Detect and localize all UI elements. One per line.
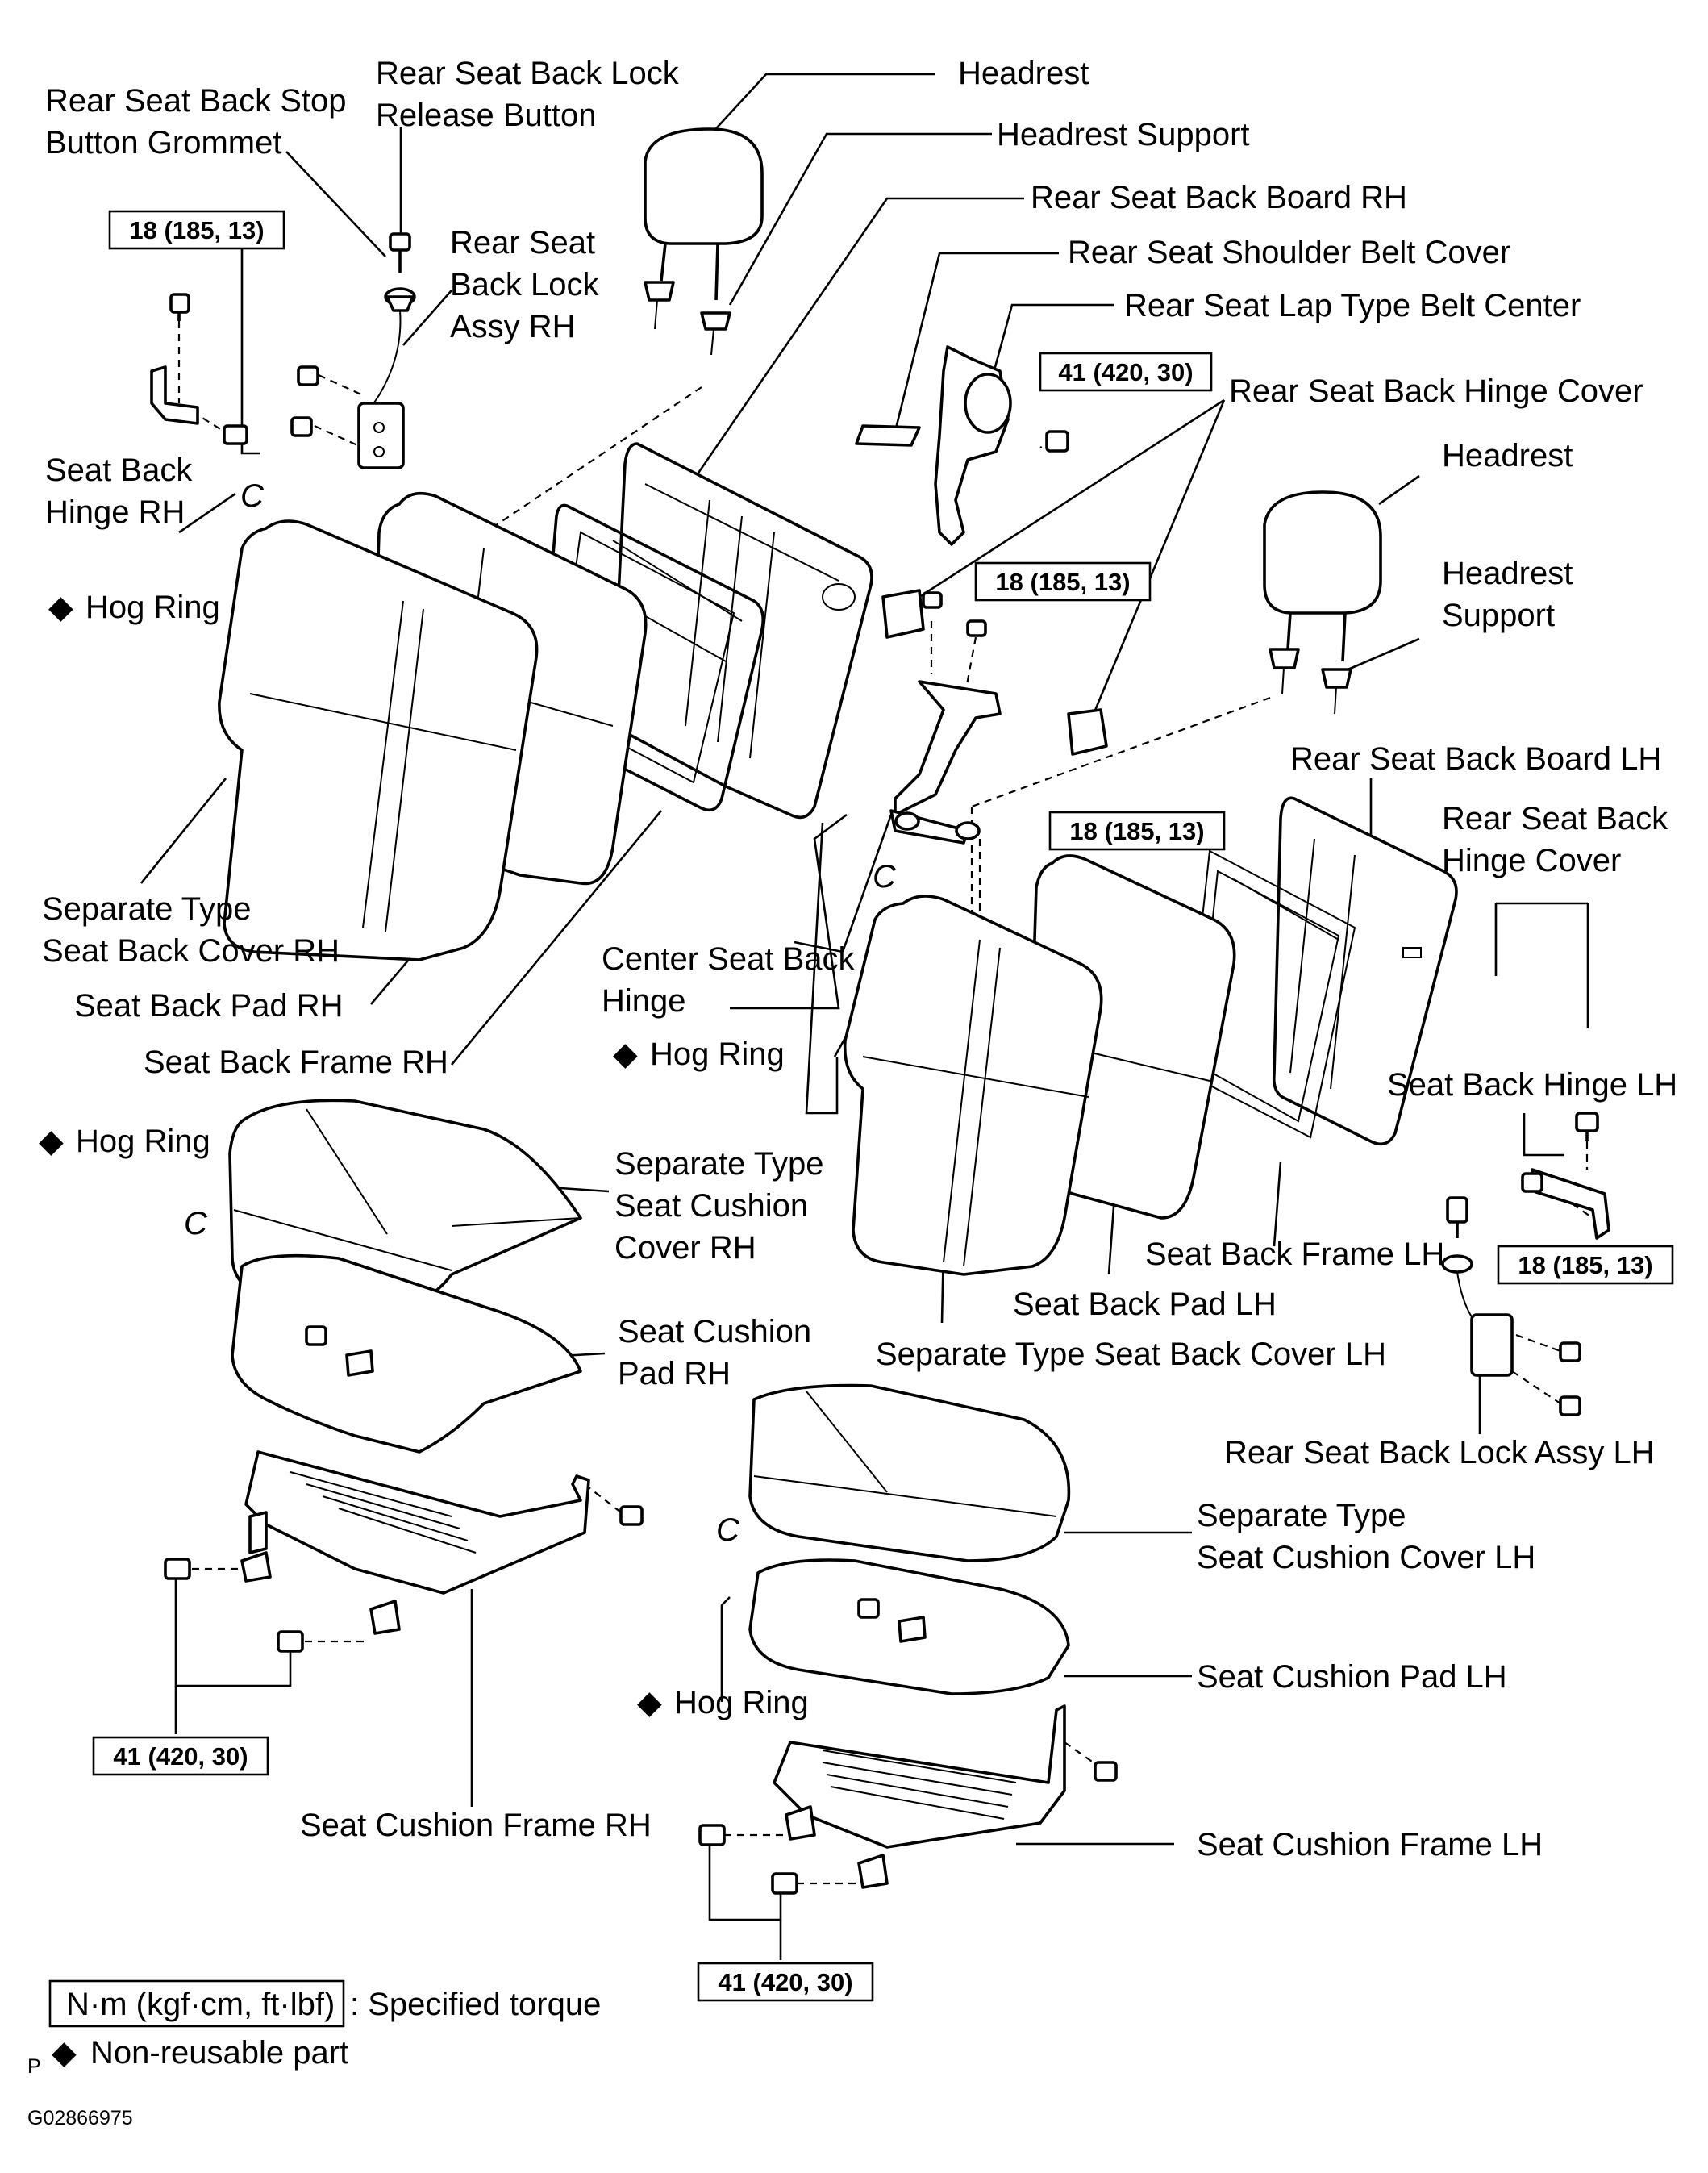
torque-value-6: 41 (420, 30) xyxy=(113,1742,248,1771)
seat-parts: C C C C xyxy=(150,127,1610,1895)
seat-back-cover-lh-part xyxy=(843,895,1103,1276)
label-seat-cushion-pad-rh: Seat Cushion Pad RH xyxy=(618,1314,820,1391)
label-shoulder-belt-cover: Rear Seat Shoulder Belt Cover xyxy=(1068,235,1510,270)
torque-box-2: 41 (420, 30) xyxy=(1039,352,1213,392)
hog-ring-glyph-3: C xyxy=(184,1206,208,1241)
diamond-icon: ◆ xyxy=(637,1685,662,1720)
legend-non-reusable: Non-reusable part xyxy=(90,2035,348,2071)
seat-back-cover-rh-part xyxy=(218,519,539,961)
dashed-lines xyxy=(177,321,1593,1885)
label-seat-back-frame-rh: Seat Back Frame RH xyxy=(144,1045,448,1080)
figure-id: G02866975 xyxy=(27,2107,133,2129)
label-seat-back-board-rh: Rear Seat Back Board RH xyxy=(1031,180,1407,215)
label-headrest-lh: Headrest xyxy=(1442,438,1573,473)
diamond-icon: ◆ xyxy=(613,1036,638,1072)
torque-box-1: 18 (185, 13) xyxy=(108,210,285,250)
lh-hinge-lock-parts xyxy=(1441,1112,1610,1416)
label-seat-back-frame-lh: Seat Back Frame LH xyxy=(1145,1237,1444,1272)
label-seat-back-hinge-lh: Seat Back Hinge LH xyxy=(1387,1067,1677,1103)
label-seat-back-pad-lh: Seat Back Pad LH xyxy=(1013,1287,1277,1322)
lock-release-part xyxy=(357,232,416,469)
label-headrest-rh: Headrest xyxy=(958,56,1089,91)
label-seat-back-cover-lh: Separate Type Seat Back Cover LH xyxy=(876,1337,1386,1372)
legend-unit-box xyxy=(48,1979,345,2028)
torque-box-5: 18 (185, 13) xyxy=(1497,1245,1674,1285)
torque-box-4: 18 (185, 13) xyxy=(1048,811,1226,851)
hog-ring-glyphs: C C C C xyxy=(184,478,897,1548)
label-stop-button-grommet: Rear Seat Back Stop Button Grommet xyxy=(45,83,356,161)
label-lap-type-belt-center: Rear Seat Lap Type Belt Center xyxy=(1124,288,1581,323)
label-lock-assy-lh: Rear Seat Back Lock Assy LH xyxy=(1224,1435,1655,1470)
seat-cushion-cover-lh-part xyxy=(748,1383,1071,1562)
svg-text:Hog Ring: Hog Ring xyxy=(76,1124,210,1159)
label-headrest-support-rh: Headrest Support xyxy=(997,117,1250,152)
label-seat-cushion-cover-lh: Separate Type Seat Cushion Cover LH xyxy=(1197,1498,1535,1575)
label-seat-cushion-frame-lh: Seat Cushion Frame LH xyxy=(1197,1827,1543,1862)
label-center-seat-back-hinge: Center Seat Back Hinge xyxy=(602,941,864,1019)
hog-ring-glyph-2: C xyxy=(873,859,897,895)
torque-value-4: 18 (185, 13) xyxy=(1069,817,1204,845)
label-hinge-cover-lh: Rear Seat Back Hinge Cover xyxy=(1442,801,1677,878)
label-seat-back-board-lh: Rear Seat Back Board LH xyxy=(1290,741,1661,777)
label-seat-back-cover-rh: Separate Type Seat Back Cover RH xyxy=(42,891,340,969)
svg-text:Hog Ring: Hog Ring xyxy=(85,590,220,625)
label-seat-back-pad-rh: Seat Back Pad RH xyxy=(74,988,344,1024)
headrest-lh-part xyxy=(1263,490,1382,715)
seat-back-hinge-rh-part xyxy=(150,293,319,445)
hinge-parts xyxy=(881,589,1108,845)
torque-boxes: 18 (185, 13) 41 (420, 30) 18 (185, 13) 1… xyxy=(92,210,1674,2002)
label-lock-release-button: Rear Seat Back Lock Release Button xyxy=(376,56,688,133)
torque-value-5: 18 (185, 13) xyxy=(1518,1251,1652,1279)
label-hog-ring-1: ◆ Hog Ring xyxy=(48,590,220,625)
svg-text:Hog Ring: Hog Ring xyxy=(674,1685,809,1720)
label-seat-back-hinge-rh: Seat Back Hinge RH xyxy=(45,453,201,530)
headrest-rh-part xyxy=(644,127,764,356)
hog-ring-glyph-4: C xyxy=(716,1512,740,1548)
torque-value-1: 18 (185, 13) xyxy=(129,216,264,244)
label-hog-ring-4: ◆ Hog Ring xyxy=(637,1685,809,1720)
belt-parts xyxy=(855,345,1069,546)
label-hog-ring-3: ◆ Hog Ring xyxy=(39,1124,210,1159)
diamond-icon: ◆ xyxy=(52,2035,77,2071)
seat-cushion-frame-lh-part xyxy=(698,1704,1118,1895)
torque-value-7: 41 (420, 30) xyxy=(718,1968,852,1996)
label-lock-assy-rh: Rear Seat Back Lock Assy RH xyxy=(450,225,608,344)
svg-text:Hog Ring: Hog Ring xyxy=(650,1036,785,1072)
seat-back-board-rh-part xyxy=(611,442,873,820)
seat-cushion-pad-rh-part xyxy=(231,1253,582,1454)
label-seat-cushion-pad-lh: Seat Cushion Pad LH xyxy=(1197,1659,1507,1695)
seat-back-board-lh-part xyxy=(1272,796,1458,1146)
torque-value-3: 18 (185, 13) xyxy=(995,568,1130,596)
label-hinge-cover-top: Rear Seat Back Hinge Cover xyxy=(1229,373,1643,409)
label-headrest-support-lh: Headrest Support xyxy=(1442,556,1581,633)
legend-unit-text: N·m (kgf·cm, ft·lbf) xyxy=(66,1987,335,2022)
corner-mark: P xyxy=(27,2055,41,2078)
torque-box-3: 18 (185, 13) xyxy=(974,561,1152,602)
label-seat-cushion-cover-rh: Separate Type Seat Cushion Cover RH xyxy=(614,1146,833,1266)
label-seat-cushion-frame-rh: Seat Cushion Frame RH xyxy=(300,1808,652,1843)
hog-ring-glyph-1: C xyxy=(240,478,265,514)
diamond-icon: ◆ xyxy=(39,1124,64,1159)
legend-unit-desc: : Specified torque xyxy=(350,1987,601,2022)
seat-cushion-pad-lh-part xyxy=(748,1558,1070,1695)
torque-box-6: 41 (420, 30) xyxy=(92,1736,269,1776)
torque-box-7: 41 (420, 30) xyxy=(697,1962,874,2002)
diamond-icon: ◆ xyxy=(48,590,73,625)
seat-cushion-frame-rh-part xyxy=(164,1450,644,1653)
label-hog-ring-2: ◆ Hog Ring xyxy=(613,1036,785,1072)
part-labels: Rear Seat Back Stop Button Grommet Rear … xyxy=(39,56,1677,1862)
torque-value-2: 41 (420, 30) xyxy=(1058,358,1193,386)
legend: N·m (kgf·cm, ft·lbf) : Specified torque … xyxy=(27,1979,601,2129)
